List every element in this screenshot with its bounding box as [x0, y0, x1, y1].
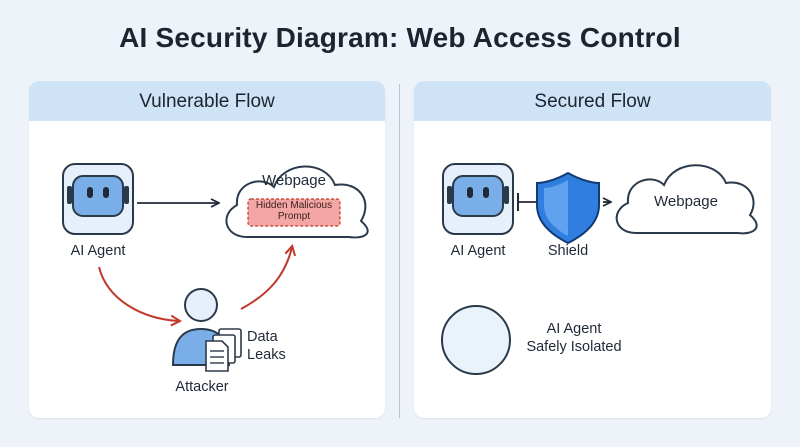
data-leaks-line-2: Leaks	[247, 347, 286, 363]
webpage-cloud-icon	[615, 164, 758, 235]
vulnerable-flow-header: Vulnerable Flow	[29, 81, 385, 121]
attacker-label: Attacker	[175, 379, 229, 395]
robot-icon	[442, 163, 514, 235]
blocked-connector	[517, 193, 538, 211]
secured-flow-header: Secured Flow	[414, 81, 771, 121]
vulnerable-flow-diagram	[62, 163, 369, 372]
isolation-circle	[441, 305, 511, 375]
robot-icon	[62, 163, 134, 235]
ai-agent-label: AI Agent	[450, 243, 506, 259]
secured-flow-panel: Secured Flow	[414, 81, 771, 418]
diagram-title: AI Security Diagram: Web Access Control	[119, 22, 681, 53]
attack-arrow-to-attacker	[98, 266, 179, 321]
hidden-prompt-box	[247, 198, 341, 227]
shield-icon	[536, 171, 600, 245]
ai-agent-label: AI Agent	[70, 243, 126, 259]
panel-divider	[399, 84, 400, 418]
attack-arrow-to-webpage	[240, 247, 292, 310]
hidden-prompt-text: Hidden Malicious Prompt	[256, 200, 332, 222]
webpage-label: Webpage	[654, 193, 718, 210]
isolated-line-1: AI Agent	[546, 321, 602, 337]
vulnerable-flow-panel: Vulnerable Flow	[29, 81, 385, 418]
documents-icon	[205, 328, 242, 372]
hidden-prompt-line-1: Hidden Malicious	[255, 200, 333, 211]
data-leaks-line-1: Data	[247, 329, 278, 345]
hidden-prompt-line-2: Prompt	[277, 211, 311, 222]
webpage-label: Webpage	[262, 172, 326, 189]
isolated-label: AI Agent Safely Isolated	[526, 320, 621, 356]
data-leaks-label: Data Leaks	[247, 328, 286, 364]
secured-flow-diagram	[441, 163, 758, 375]
isolated-line-2: Safely Isolated	[526, 339, 622, 355]
shield-label: Shield	[547, 243, 589, 259]
